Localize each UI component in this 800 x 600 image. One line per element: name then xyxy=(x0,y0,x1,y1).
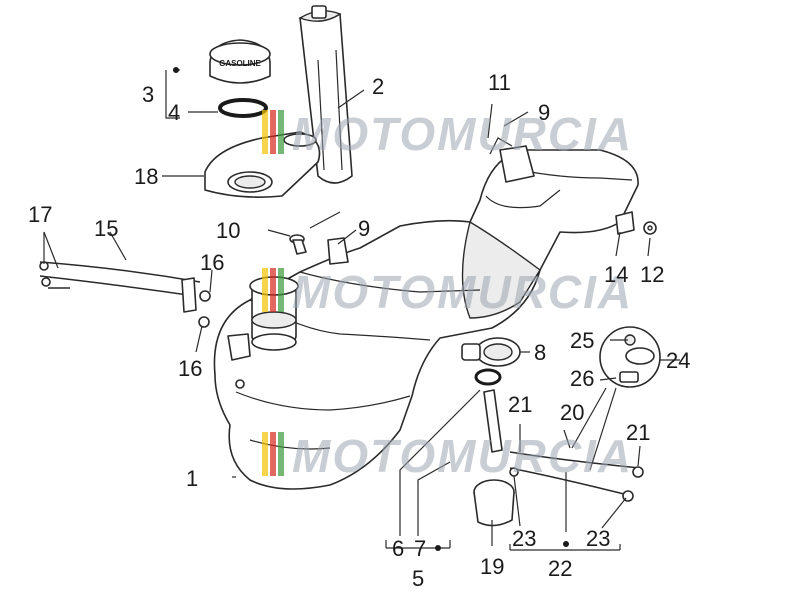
callout-19: 19 xyxy=(480,554,504,579)
callout-16a: 16 xyxy=(200,250,224,275)
callout-25: 25 xyxy=(570,328,594,353)
watermark-bottom: MOTOMURCIA xyxy=(262,430,633,482)
cap-text: GASOLINE xyxy=(219,59,261,68)
callout-21b: 21 xyxy=(626,420,650,445)
watermark-top: MOTOMURCIA xyxy=(262,108,633,160)
hose-clamp xyxy=(461,337,521,367)
callout-5: 5 xyxy=(412,566,424,591)
callout-6: 6 xyxy=(392,536,404,561)
watermark-text: MOTOMURCIA xyxy=(292,266,633,318)
callout-15: 15 xyxy=(94,216,118,241)
leader-lines xyxy=(43,67,680,551)
callout-1: 1 xyxy=(186,466,198,491)
watermark-text: MOTOMURCIA xyxy=(292,430,633,482)
callout-20: 20 xyxy=(560,400,584,425)
callout-12: 12 xyxy=(640,262,664,287)
callout-labels: 1 2 3 4 5 6 7 8 9 9 10 11 12 14 15 16 16… xyxy=(28,70,690,591)
callout-3: 3 xyxy=(142,82,154,107)
small-o-ring xyxy=(474,368,502,386)
callout-26: 26 xyxy=(570,366,594,391)
callout-11: 11 xyxy=(488,70,511,95)
callout-16b: 16 xyxy=(178,356,202,381)
fuel-cap: GASOLINE xyxy=(209,39,271,84)
callout-10: 10 xyxy=(216,218,240,243)
bracket xyxy=(499,145,535,183)
bolt-and-clip xyxy=(289,234,349,265)
callout-8: 8 xyxy=(534,340,546,365)
clamp-19 xyxy=(473,479,515,527)
callout-7: 7 xyxy=(414,536,426,561)
callout-24: 24 xyxy=(666,348,690,373)
callout-14: 14 xyxy=(604,262,628,287)
watermark-middle: MOTOMURCIA xyxy=(262,266,633,318)
callout-2: 2 xyxy=(372,74,384,99)
watermark-text: MOTOMURCIA xyxy=(292,108,633,160)
fuel-tank xyxy=(213,149,639,490)
detail-bubble xyxy=(599,326,661,388)
callout-9a: 9 xyxy=(538,100,550,125)
hose-left xyxy=(39,261,211,328)
callout-17: 17 xyxy=(28,202,52,227)
o-ring xyxy=(218,98,268,118)
callout-4: 4 xyxy=(168,100,180,125)
callout-21a: 21 xyxy=(508,392,532,417)
filler-tray xyxy=(204,131,321,198)
filler-tube xyxy=(298,5,353,184)
callout-22: 22 xyxy=(548,556,572,581)
callout-23b: 23 xyxy=(586,526,610,551)
callout-23a: 23 xyxy=(512,526,536,551)
callout-18: 18 xyxy=(134,164,158,189)
callout-9b: 9 xyxy=(358,216,370,241)
fuel-pump-rod xyxy=(483,389,503,453)
